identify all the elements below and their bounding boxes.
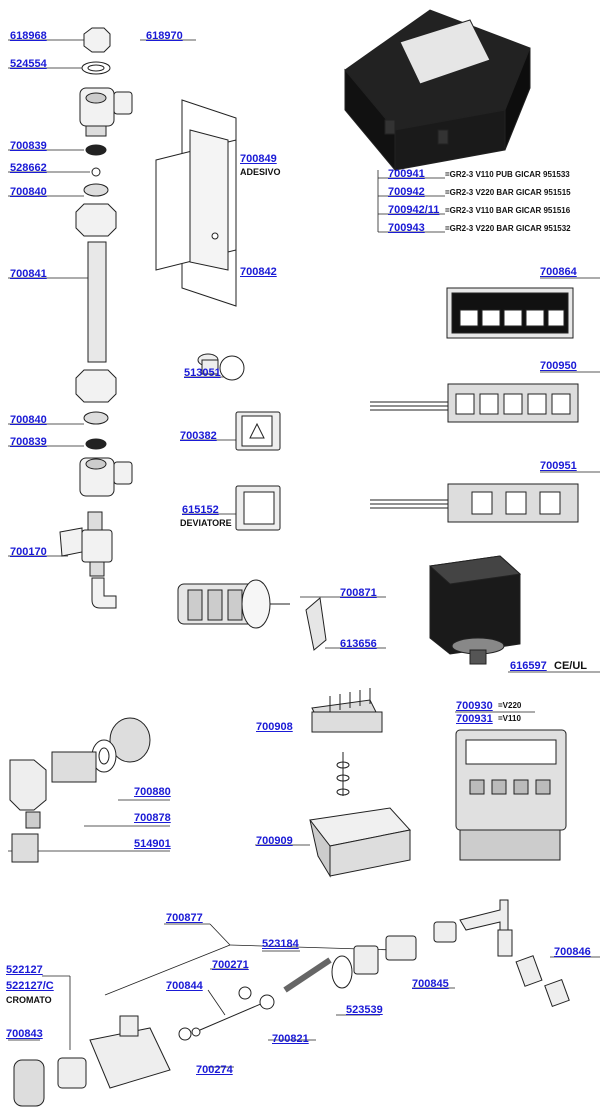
description-700942-11: =GR2-3 V110 BAR GICAR 951516 bbox=[445, 206, 571, 215]
part-number-700845[interactable]: 700845 bbox=[412, 978, 449, 990]
ce-ul-note: CE/UL bbox=[554, 660, 587, 672]
part-number-700842[interactable]: 700842 bbox=[240, 266, 277, 278]
switch-drawings bbox=[197, 353, 281, 531]
part-number-615152[interactable]: 615152 bbox=[182, 504, 219, 516]
tray-drawing bbox=[309, 807, 411, 878]
part-number-700951[interactable]: 700951 bbox=[540, 460, 577, 472]
part-number-618970[interactable]: 618970 bbox=[146, 30, 183, 42]
keypad-700950-drawing bbox=[370, 383, 579, 423]
part-number-618968[interactable]: 618968 bbox=[10, 30, 47, 42]
cromato-note: CROMATO bbox=[6, 995, 52, 1005]
part-number-528662[interactable]: 528662 bbox=[10, 162, 47, 174]
deviatore-note: DEVIATORE bbox=[180, 518, 232, 528]
part-number-700821[interactable]: 700821 bbox=[272, 1033, 309, 1045]
part-number-522127[interactable]: 522127 bbox=[6, 964, 43, 976]
part-number-700942-11[interactable]: 700942/11 bbox=[388, 204, 440, 216]
part-number-513051[interactable]: 513051 bbox=[184, 367, 221, 379]
part-number-700849[interactable]: 700849 bbox=[240, 153, 277, 165]
part-number-700844[interactable]: 700844 bbox=[166, 980, 203, 992]
voltage-700931: =V110 bbox=[498, 714, 521, 723]
part-number-700839-lower[interactable]: 700839 bbox=[10, 436, 47, 448]
part-number-700909[interactable]: 700909 bbox=[256, 835, 293, 847]
part-number-700931[interactable]: 700931 bbox=[456, 713, 493, 725]
control-unit-drawing bbox=[344, 9, 531, 172]
part-number-700846[interactable]: 700846 bbox=[554, 946, 591, 958]
part-number-700170[interactable]: 700170 bbox=[10, 546, 47, 558]
part-number-700841[interactable]: 700841 bbox=[10, 268, 47, 280]
keypad-700864-drawing bbox=[446, 287, 574, 339]
part-number-700880[interactable]: 700880 bbox=[134, 786, 171, 798]
part-number-613656[interactable]: 613656 bbox=[340, 638, 377, 650]
part-number-700930[interactable]: 700930 bbox=[456, 700, 493, 712]
description-700942: =GR2-3 V220 BAR GICAR 951515 bbox=[445, 188, 571, 197]
part-number-524554[interactable]: 524554 bbox=[10, 58, 47, 70]
part-number-700382[interactable]: 700382 bbox=[180, 430, 217, 442]
part-number-700839-upper[interactable]: 700839 bbox=[10, 140, 47, 152]
part-number-616597[interactable]: 616597 bbox=[510, 660, 547, 672]
keypad-700951-drawing bbox=[370, 483, 579, 523]
description-700941: =GR2-3 V110 PUB GICAR 951533 bbox=[445, 170, 570, 179]
part-number-700871[interactable]: 700871 bbox=[340, 587, 377, 599]
part-number-700943[interactable]: 700943 bbox=[388, 222, 425, 234]
part-number-700908[interactable]: 700908 bbox=[256, 721, 293, 733]
connector-block-drawing bbox=[311, 688, 383, 733]
screw-drawing bbox=[336, 752, 350, 796]
part-number-700843[interactable]: 700843 bbox=[6, 1028, 43, 1040]
part-number-700877[interactable]: 700877 bbox=[166, 912, 203, 924]
description-700943: =GR2-3 V220 BAR GICAR 951532 bbox=[445, 224, 571, 233]
part-number-700864[interactable]: 700864 bbox=[540, 266, 577, 278]
left-column-drawings bbox=[59, 27, 133, 609]
rotary-switch-drawing bbox=[177, 579, 327, 651]
part-number-700271[interactable]: 700271 bbox=[212, 959, 249, 971]
part-number-700941[interactable]: 700941 bbox=[388, 168, 425, 180]
bottom-assembly-drawing bbox=[13, 899, 570, 1107]
adhesive-label-drawing bbox=[155, 99, 237, 307]
part-number-700840-upper[interactable]: 700840 bbox=[10, 186, 47, 198]
part-number-523184[interactable]: 523184 bbox=[262, 938, 299, 950]
valve-group-drawing bbox=[9, 717, 151, 863]
part-number-700274[interactable]: 700274 bbox=[196, 1064, 233, 1076]
pressure-switch-drawing bbox=[428, 555, 522, 665]
part-number-700840-lower[interactable]: 700840 bbox=[10, 414, 47, 426]
contactor-drawing bbox=[455, 729, 567, 861]
part-number-514901[interactable]: 514901 bbox=[134, 838, 171, 850]
voltage-700930: =V220 bbox=[498, 701, 522, 710]
part-number-700942[interactable]: 700942 bbox=[388, 186, 425, 198]
part-number-700950[interactable]: 700950 bbox=[540, 360, 577, 372]
part-number-700878[interactable]: 700878 bbox=[134, 812, 171, 824]
part-number-522127-c[interactable]: 522127/C bbox=[6, 980, 54, 992]
part-number-523539[interactable]: 523539 bbox=[346, 1004, 383, 1016]
adesivo-note: ADESIVO bbox=[240, 167, 281, 177]
